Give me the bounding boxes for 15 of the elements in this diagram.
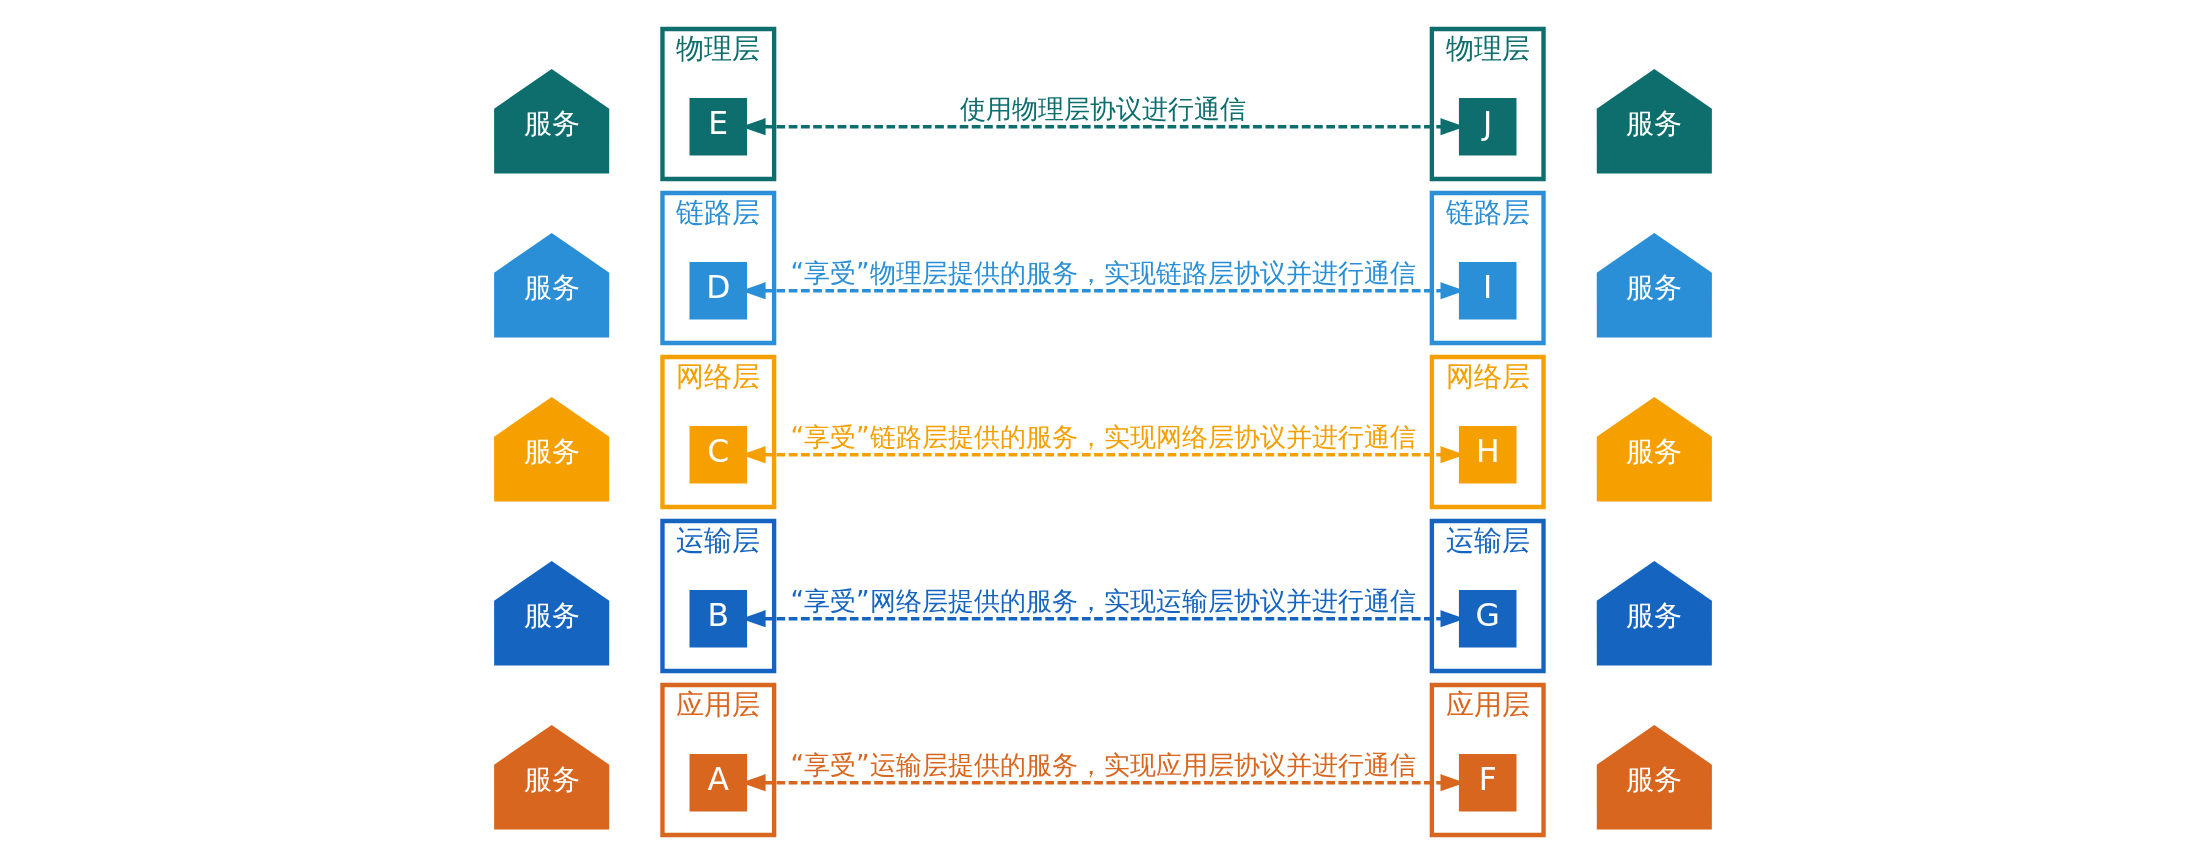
node-box: J [1458,97,1516,156]
edge-label: “享受”物理层提供的服务，实现链路层协议并进行通信 [789,257,1416,288]
node-box: E [689,97,747,156]
edge-label: 使用物理层协议进行通信 [959,93,1246,124]
node-box: D [689,261,747,320]
node-box: I [1458,261,1516,320]
node-box: B [689,589,747,648]
node-box: F [1458,753,1516,812]
edge-label: “享受”链路层提供的服务，实现网络层协议并进行通信 [789,421,1416,452]
edge-label: “享受”运输层提供的服务，实现应用层协议并进行通信 [789,749,1416,780]
edge-label: “享受”网络层提供的服务，实现运输层协议并进行通信 [789,585,1416,616]
node-box: H [1458,425,1516,484]
node-box: A [689,753,747,812]
node-box: C [689,425,747,484]
node-box: G [1458,589,1516,648]
